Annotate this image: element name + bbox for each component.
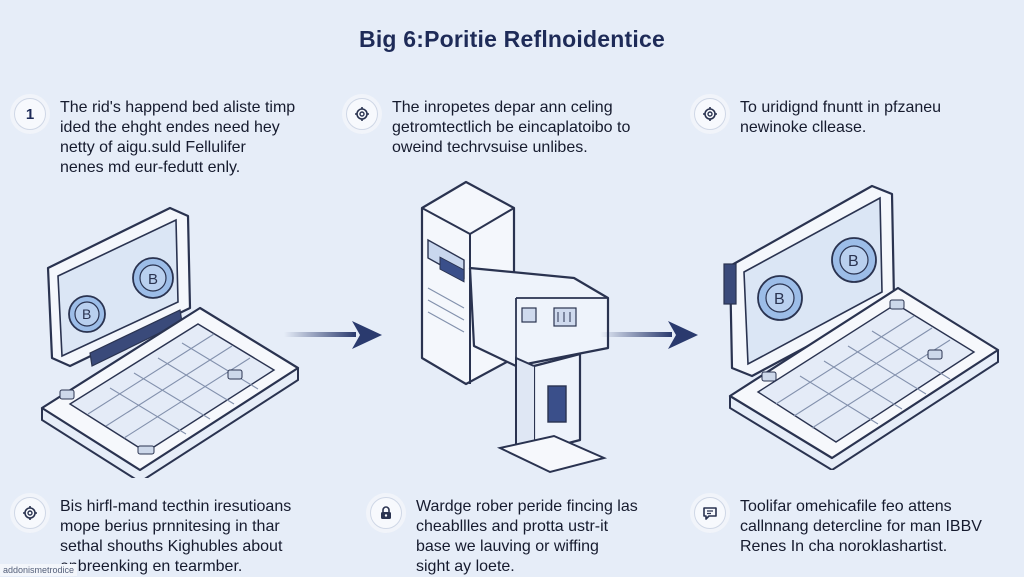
coin-glyph: B — [774, 291, 785, 308]
chat-icon — [694, 497, 726, 529]
step-number: 1 — [25, 105, 35, 123]
step-1: 1 The rid's happend bed aliste timp ided… — [14, 98, 334, 178]
step-1-badge: 1 — [14, 98, 46, 130]
step-5: Wardge rober peride fincing las cheablll… — [370, 497, 670, 577]
laptop-left-screen: B B — [46, 206, 192, 368]
step-3: To uridignd fnuntt in pfzaneu newinoke c… — [694, 98, 1014, 138]
step-4-text: Bis hirfl-mand tecthin iresutioans mope … — [60, 498, 292, 575]
gear-icon — [346, 98, 378, 130]
diagram-title: Big 6:Poritie Reflnoidentice — [359, 26, 665, 52]
laptop-left-illustration: B B — [40, 206, 300, 478]
step-2: The inropetes depar ann celing getromtec… — [346, 98, 676, 158]
step-1-text: The rid's happend bed aliste timp ided t… — [60, 99, 296, 176]
gear-icon — [694, 98, 726, 130]
step-5-text: Wardge rober peride fincing las cheablll… — [416, 498, 638, 575]
step-2-text: The inropetes depar ann celing getromtec… — [392, 99, 631, 156]
server-machine-illustration — [420, 180, 610, 474]
lock-icon — [370, 497, 402, 529]
step-6: Toolifar omehicafile feo attens callnnan… — [694, 497, 1014, 557]
coin-glyph: B — [148, 271, 158, 288]
step-4: Bis hirfl-mand tecthin iresutioans mope … — [14, 497, 334, 577]
arrow-right-icon — [284, 321, 382, 349]
laptop-left-keyboard — [40, 306, 300, 478]
gear-icon — [14, 497, 46, 529]
coin-glyph: B — [82, 306, 91, 322]
step-3-text: To uridignd fnuntt in pfzaneu newinoke c… — [740, 99, 942, 136]
laptop-right-screen: B B — [723, 184, 896, 378]
coin-glyph: B — [848, 253, 859, 270]
step-6-text: Toolifar omehicafile feo attens callnnan… — [740, 498, 982, 555]
arrow-right-icon — [600, 321, 698, 349]
laptop-right-keyboard — [728, 286, 1000, 470]
footer-note: addonismetrodice — [0, 564, 78, 576]
laptop-right-illustration: B B — [723, 184, 1000, 470]
